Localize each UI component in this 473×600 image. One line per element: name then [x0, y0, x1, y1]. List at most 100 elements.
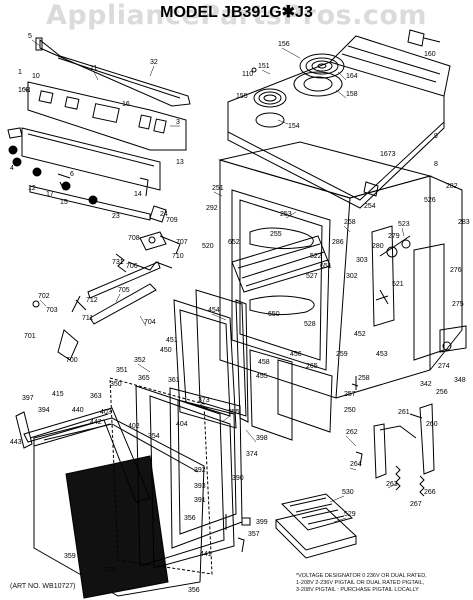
latch-spring — [115, 253, 127, 273]
part-label: 453 — [376, 351, 388, 358]
part-label: 4 — [10, 165, 14, 172]
oven-body-side — [335, 175, 431, 399]
part-label: 8 — [434, 161, 438, 168]
part-label: 279 — [388, 233, 400, 240]
part-label: 521 — [392, 281, 404, 288]
part-label: 651 — [320, 263, 332, 270]
surface-element-small — [253, 88, 287, 108]
broiler-pan-insert — [281, 493, 354, 531]
knob — [32, 167, 42, 177]
terminal-block — [363, 181, 379, 197]
part-label: 259 — [336, 351, 348, 358]
hinge-spring — [395, 465, 401, 491]
door-gasket — [109, 377, 213, 575]
door-handle — [23, 407, 151, 503]
latch-link — [127, 261, 173, 271]
oven-cavity — [231, 189, 331, 371]
part-label: 151 — [258, 63, 270, 70]
part-label: 404 — [176, 421, 188, 428]
door-glass-pack — [195, 289, 247, 417]
door-strip — [249, 349, 293, 441]
part-label: 455 — [256, 373, 268, 380]
part-label: 711 — [82, 315, 93, 322]
part-label: 274 — [438, 363, 450, 370]
part-label: 701 — [24, 333, 36, 340]
part-label: 10B — [18, 87, 31, 94]
part-label: 13 — [176, 159, 184, 166]
oven-side-panel — [371, 225, 395, 327]
part-label: 357 — [248, 531, 260, 538]
part-label: 731 — [112, 259, 124, 266]
part-label: 390 — [232, 475, 244, 482]
part-label: 700 — [66, 357, 78, 364]
knob — [8, 145, 18, 155]
part-label: 110 — [242, 71, 253, 78]
part-label: 440 — [72, 407, 84, 414]
part-label: 250 — [344, 407, 356, 414]
door-outer-panel — [33, 417, 205, 597]
screw — [139, 177, 149, 197]
part-label: 260 — [426, 421, 438, 428]
part-label: 350 — [110, 381, 122, 388]
part-label: 5 — [28, 33, 32, 40]
part-label: 443 — [10, 439, 22, 446]
part-label: 529 — [344, 511, 356, 518]
door-frame — [277, 359, 333, 433]
part-label: 268 — [344, 219, 356, 226]
part-label: 156 — [278, 41, 290, 48]
drip-pan-small — [255, 112, 285, 128]
knob — [12, 157, 22, 167]
hinge-parts — [355, 403, 435, 497]
control-panel-top-trim — [39, 38, 191, 107]
part-label: 3 — [176, 119, 180, 126]
bracket — [7, 127, 23, 139]
part-label: 704 — [144, 319, 156, 326]
part-label: 257 — [344, 391, 356, 398]
screw — [355, 451, 363, 467]
latch-rod — [87, 261, 161, 299]
part-label: 264 — [350, 461, 362, 468]
part-label: 1 — [18, 69, 22, 76]
part-label: 160 — [424, 51, 436, 58]
part-label: 286 — [332, 239, 344, 246]
part-label: 709 — [166, 217, 178, 224]
screw — [32, 300, 40, 308]
part-label: 393 — [194, 483, 206, 490]
part-label: 256 — [436, 389, 448, 396]
part-label: 365 — [138, 375, 150, 382]
control-panel-backplate — [27, 81, 187, 151]
screw — [251, 67, 257, 73]
oven-door-assembly — [15, 289, 333, 599]
part-label: 253 — [280, 211, 292, 218]
part-label: 154 — [288, 123, 300, 130]
door-inner-liner — [173, 299, 237, 429]
part-label: 292 — [206, 205, 218, 212]
part-label: 254 — [364, 203, 376, 210]
part-label: 282 — [446, 183, 458, 190]
cooktop-assembly — [227, 29, 451, 209]
part-label: 16 — [122, 101, 130, 108]
part-label: 650 — [268, 311, 280, 318]
part-label: 258 — [358, 375, 370, 382]
part-label: 371 — [104, 567, 116, 574]
part-label: 652 — [228, 239, 240, 246]
art-number: (ART NO. WB10727) — [10, 583, 76, 590]
part-label: 352 — [134, 357, 146, 364]
part-label: 155 — [236, 93, 248, 100]
part-label: 391 — [194, 497, 206, 504]
latch-hook — [89, 283, 157, 325]
part-label: 356 — [188, 587, 200, 594]
part-label: 402 — [128, 423, 140, 430]
part-label: 356 — [184, 515, 196, 522]
part-label: 359 — [64, 553, 76, 560]
part-label: 276 — [450, 267, 462, 274]
control-panel-trim-strip — [29, 185, 151, 221]
footnote-line: 1-208V 2-236V PIGTAIL OR DUAL RATED PIGT… — [296, 580, 425, 586]
part-label: 10 — [32, 73, 40, 80]
broil-element — [249, 227, 314, 250]
connector-block — [407, 29, 425, 47]
part-label: 442 — [90, 419, 102, 426]
part-label: 262 — [346, 429, 358, 436]
part-label: 705 — [118, 287, 130, 294]
